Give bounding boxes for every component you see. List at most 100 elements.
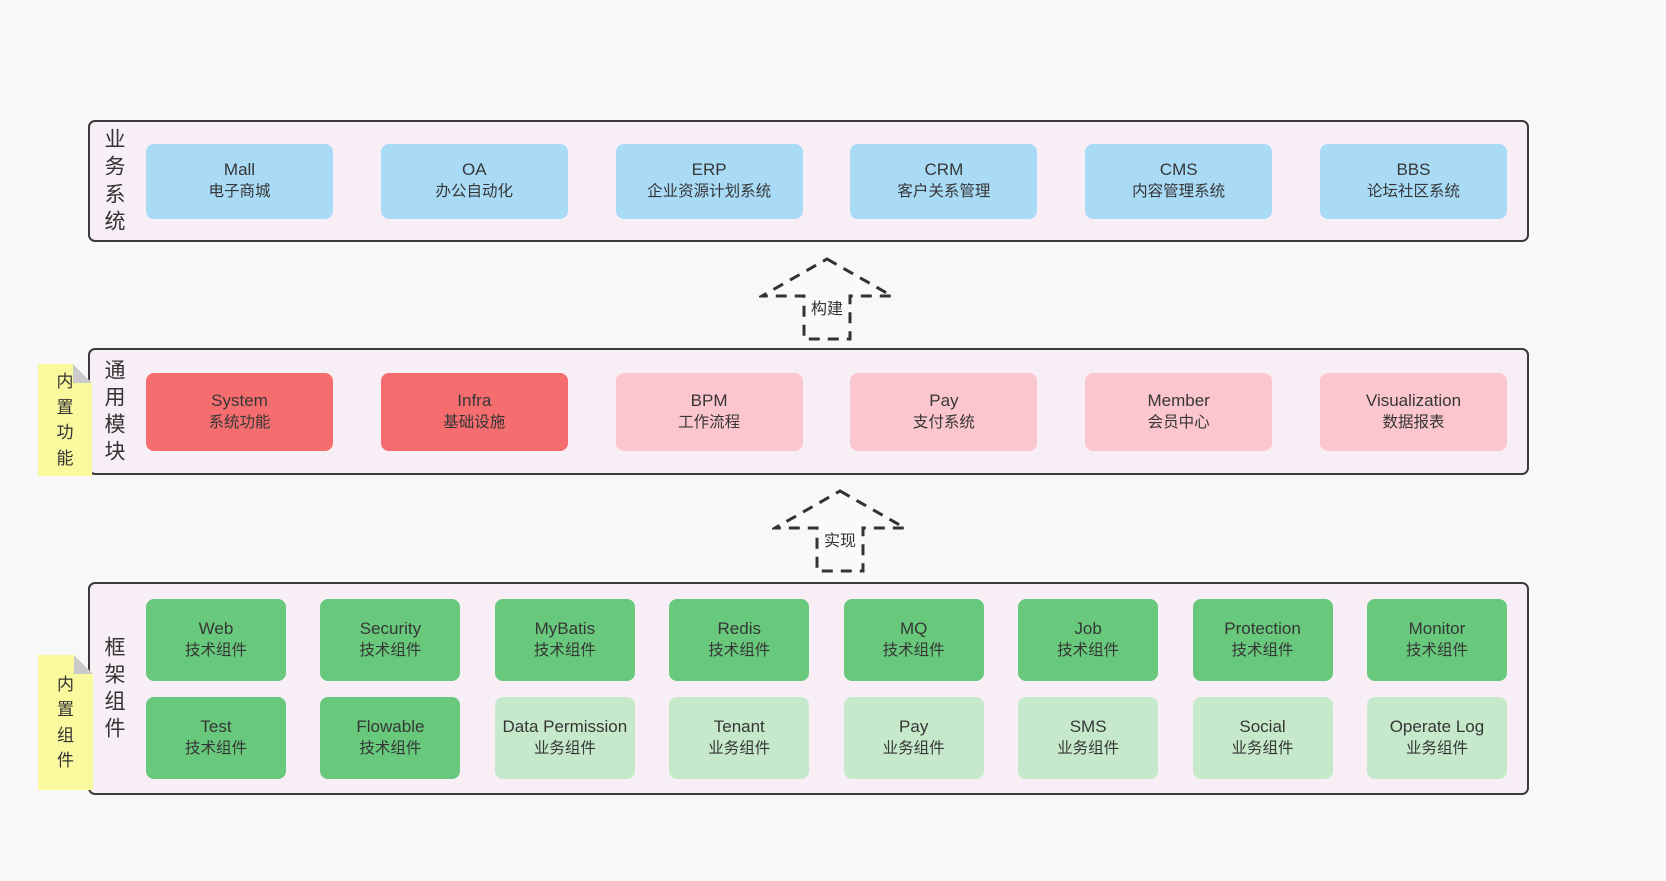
box-subtitle: 技术组件 bbox=[184, 641, 247, 659]
box-title: Pay bbox=[929, 390, 959, 410]
box-subtitle: 技术组件 bbox=[1231, 641, 1294, 659]
box-title: MyBatis bbox=[534, 618, 596, 638]
box-subtitle: 电子商城 bbox=[208, 183, 271, 201]
box-test: Test 技术组件 bbox=[146, 696, 286, 779]
box-subtitle: 技术组件 bbox=[1405, 641, 1468, 659]
box-flowable: Flowable 技术组件 bbox=[320, 696, 461, 779]
box-visualization: Visualization 数据报表 bbox=[1319, 372, 1507, 451]
box-mall: Mall 电子商城 bbox=[146, 143, 333, 219]
box-subtitle: 业务组件 bbox=[1057, 739, 1120, 757]
box-pay: Pay 支付系统 bbox=[850, 372, 1038, 451]
box-social: Social 业务组件 bbox=[1192, 696, 1333, 779]
sticky-label: 内置组件 bbox=[57, 674, 74, 770]
box-title: CMS bbox=[1159, 160, 1198, 180]
box-subtitle: 技术组件 bbox=[533, 641, 596, 659]
box-title: Infra bbox=[457, 390, 492, 410]
box-title: System bbox=[211, 390, 268, 410]
box-subtitle: 支付系统 bbox=[912, 413, 975, 431]
box-oa: OA 办公自动化 bbox=[380, 143, 568, 219]
section-side-label: 框架组件 bbox=[104, 635, 126, 741]
box-subtitle: 技术组件 bbox=[882, 641, 945, 659]
box-title: Mall bbox=[223, 160, 256, 180]
sticky-label: 内置功能 bbox=[56, 372, 74, 468]
box-subtitle: 技术组件 bbox=[359, 641, 422, 659]
box-title: Member bbox=[1147, 390, 1210, 410]
box-subtitle: 客户关系管理 bbox=[897, 183, 991, 201]
box-subtitle: 技术组件 bbox=[708, 641, 771, 659]
box-title: SMS bbox=[1069, 716, 1107, 736]
section-side-label: 通用模块 bbox=[104, 358, 126, 464]
module-row: System 系统功能 Infra 基础设施 BPM 工作流程 Pay 支付系统 Member 会… bbox=[146, 372, 1507, 451]
arrow-build-label: 构建 bbox=[807, 294, 847, 320]
box-subtitle: 会员中心 bbox=[1147, 413, 1210, 431]
box-subtitle: 业务组件 bbox=[708, 739, 771, 757]
box-subtitle: 业务组件 bbox=[1405, 739, 1468, 757]
box-title: Social bbox=[1239, 716, 1286, 736]
box-redis: Redis 技术组件 bbox=[669, 598, 810, 681]
box-member: Member 会员中心 bbox=[1085, 372, 1273, 451]
box-title: Protection bbox=[1224, 618, 1301, 638]
box-subtitle: 业务组件 bbox=[1231, 739, 1294, 757]
module-row: Mall 电子商城 OA 办公自动化 ERP 企业资源计划系统 CRM 客户关系管理 CMS 内容… bbox=[146, 143, 1507, 219]
box-monitor: Monitor 技术组件 bbox=[1366, 598, 1507, 681]
box-subtitle: 工作流程 bbox=[678, 413, 741, 431]
box-pay: Pay 业务组件 bbox=[843, 696, 984, 779]
box-subtitle: 数据报表 bbox=[1382, 413, 1445, 431]
sticky-note-builtin-components: 内置组件 bbox=[38, 655, 93, 790]
box-title: Visualization bbox=[1365, 390, 1462, 410]
box-mybatis: MyBatis 技术组件 bbox=[494, 598, 635, 681]
box-tenant: Tenant 业务组件 bbox=[669, 696, 810, 779]
box-subtitle: 系统功能 bbox=[208, 413, 271, 431]
arrow-implement-label: 实现 bbox=[820, 526, 860, 552]
box-subtitle: 办公自动化 bbox=[435, 183, 514, 201]
box-title: Data Permission bbox=[502, 716, 628, 736]
box-subtitle: 技术组件 bbox=[359, 739, 422, 757]
box-system: System 系统功能 bbox=[146, 372, 333, 451]
box-job: Job 技术组件 bbox=[1018, 598, 1159, 681]
box-title: Job bbox=[1074, 618, 1102, 638]
box-sms: SMS 业务组件 bbox=[1018, 696, 1159, 779]
section-rows: Mall 电子商城 OA 办公自动化 ERP 企业资源计划系统 CRM 客户关系管理 CMS 内容… bbox=[146, 122, 1507, 240]
arrow-implement: 实现 bbox=[772, 488, 908, 574]
box-title: BBS bbox=[1396, 160, 1431, 180]
box-subtitle: 业务组件 bbox=[882, 739, 945, 757]
box-title: Tenant bbox=[713, 716, 765, 736]
box-security: Security 技术组件 bbox=[320, 598, 461, 681]
box-title: Test bbox=[200, 716, 232, 736]
box-crm: CRM 客户关系管理 bbox=[850, 143, 1038, 219]
box-bpm: BPM 工作流程 bbox=[615, 372, 803, 451]
box-title: BPM bbox=[690, 390, 728, 410]
box-mq: MQ 技术组件 bbox=[843, 598, 984, 681]
sticky-note-builtin-features: 内置功能 bbox=[38, 364, 92, 476]
box-title: CRM bbox=[924, 160, 964, 180]
box-title: MQ bbox=[899, 618, 928, 638]
box-cms: CMS 内容管理系统 bbox=[1085, 143, 1273, 219]
arrow-build: 构建 bbox=[759, 256, 895, 342]
box-subtitle: 内容管理系统 bbox=[1132, 183, 1226, 201]
box-data-permission: Data Permission 业务组件 bbox=[494, 696, 635, 779]
box-subtitle: 企业资源计划系统 bbox=[647, 183, 772, 201]
box-title: ERP bbox=[691, 160, 727, 180]
section-common-modules: 通用模块 System 系统功能 Infra 基础设施 BPM 工作流程 Pay 支付系统 Me… bbox=[88, 348, 1529, 475]
box-title: Pay bbox=[899, 716, 929, 736]
box-title: Security bbox=[359, 618, 422, 638]
section-rows: System 系统功能 Infra 基础设施 BPM 工作流程 Pay 支付系统 Member 会… bbox=[146, 350, 1507, 473]
box-title: OA bbox=[462, 160, 487, 180]
box-protection: Protection 技术组件 bbox=[1192, 598, 1333, 681]
box-subtitle: 业务组件 bbox=[533, 739, 596, 757]
box-subtitle: 技术组件 bbox=[184, 739, 247, 757]
box-subtitle: 基础设施 bbox=[443, 413, 506, 431]
box-title: Flowable bbox=[356, 716, 425, 736]
box-subtitle: 技术组件 bbox=[1057, 641, 1120, 659]
box-title: Redis bbox=[717, 618, 761, 638]
box-title: Monitor bbox=[1408, 618, 1466, 638]
